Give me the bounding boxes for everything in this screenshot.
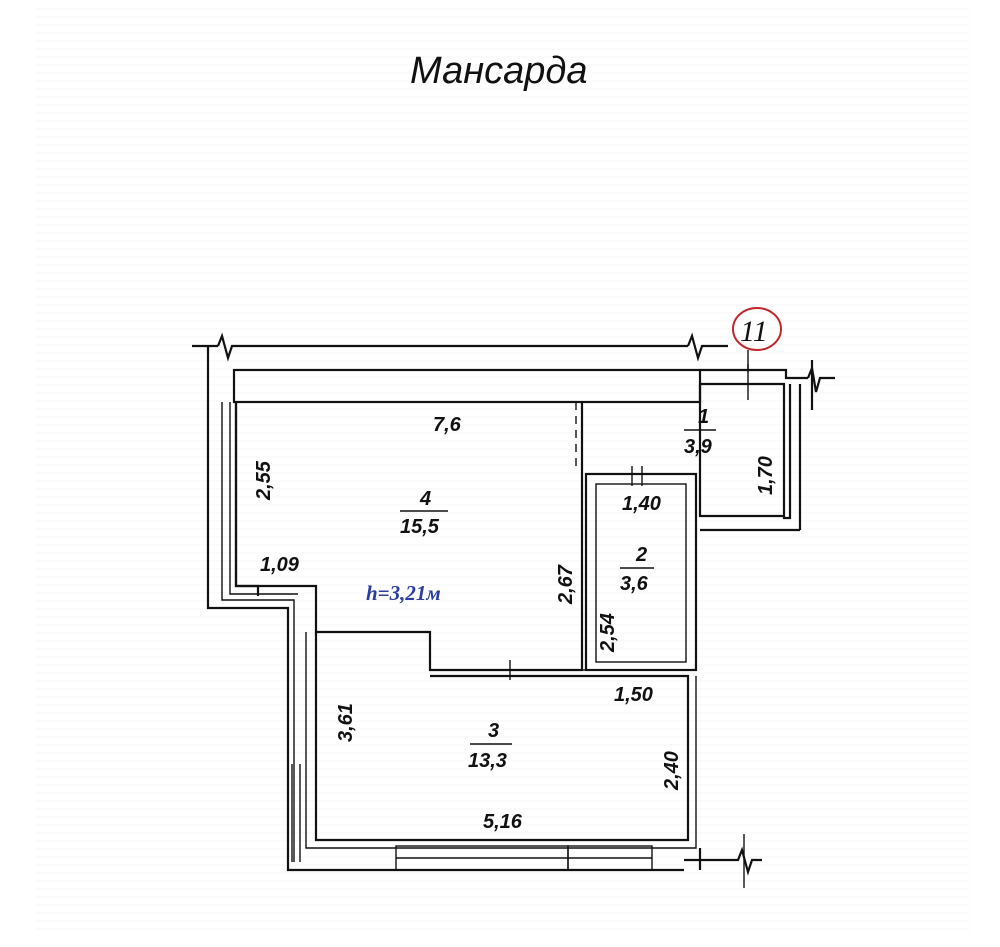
dim-room4-partition: 2,67 xyxy=(555,564,577,605)
room-1-area: 3,9 xyxy=(684,436,713,458)
dim-room2-width: 1,40 xyxy=(622,493,661,515)
room-3-number: 3 xyxy=(488,720,499,742)
partition-wall xyxy=(575,402,583,470)
bottom-windows xyxy=(395,845,702,871)
scan-texture xyxy=(36,6,970,936)
dim-step-width: 1,09 xyxy=(260,554,300,576)
dim-left-upper: 2,55 xyxy=(253,460,275,501)
dim-room3-left: 3,61 xyxy=(335,703,357,742)
ceiling-height-label: h=3,21м xyxy=(366,581,441,605)
top-wall xyxy=(192,332,728,404)
dim-room1-height: 1,70 xyxy=(755,456,777,495)
left-wall-texture xyxy=(291,764,301,862)
axis-marker-circle xyxy=(732,307,782,351)
dim-room3-right: 2,40 xyxy=(661,751,683,791)
room-2-number: 2 xyxy=(635,544,647,566)
room3-outline xyxy=(305,632,697,849)
room1-outer-wall xyxy=(698,360,835,532)
dim-room2-height: 2,54 xyxy=(597,613,619,653)
room-4-number: 4 xyxy=(419,488,431,510)
room-4-area: 15,5 xyxy=(400,516,440,538)
dim-room3-bottom: 5,16 xyxy=(483,811,523,833)
room-3-area: 13,3 xyxy=(468,750,507,772)
bottom-right-break xyxy=(684,834,762,888)
room-3-label: 3 13,3 xyxy=(468,720,512,772)
top-wall-inner xyxy=(232,368,702,404)
dim-room3-top: 1,50 xyxy=(614,684,653,706)
room-1-label: 1 3,9 xyxy=(684,406,716,458)
room-4-label: 4 15,5 xyxy=(400,488,448,538)
dim-top-width: 7,6 xyxy=(433,414,462,436)
room-2-area: 3,6 xyxy=(620,573,649,595)
axis-marker-label: 11 xyxy=(740,315,768,348)
axis-marker: 11 xyxy=(732,307,782,372)
plan-title: Мансарда xyxy=(410,50,588,92)
room-1-number: 1 xyxy=(698,406,709,428)
room-2-label: 2 3,6 xyxy=(620,544,654,595)
